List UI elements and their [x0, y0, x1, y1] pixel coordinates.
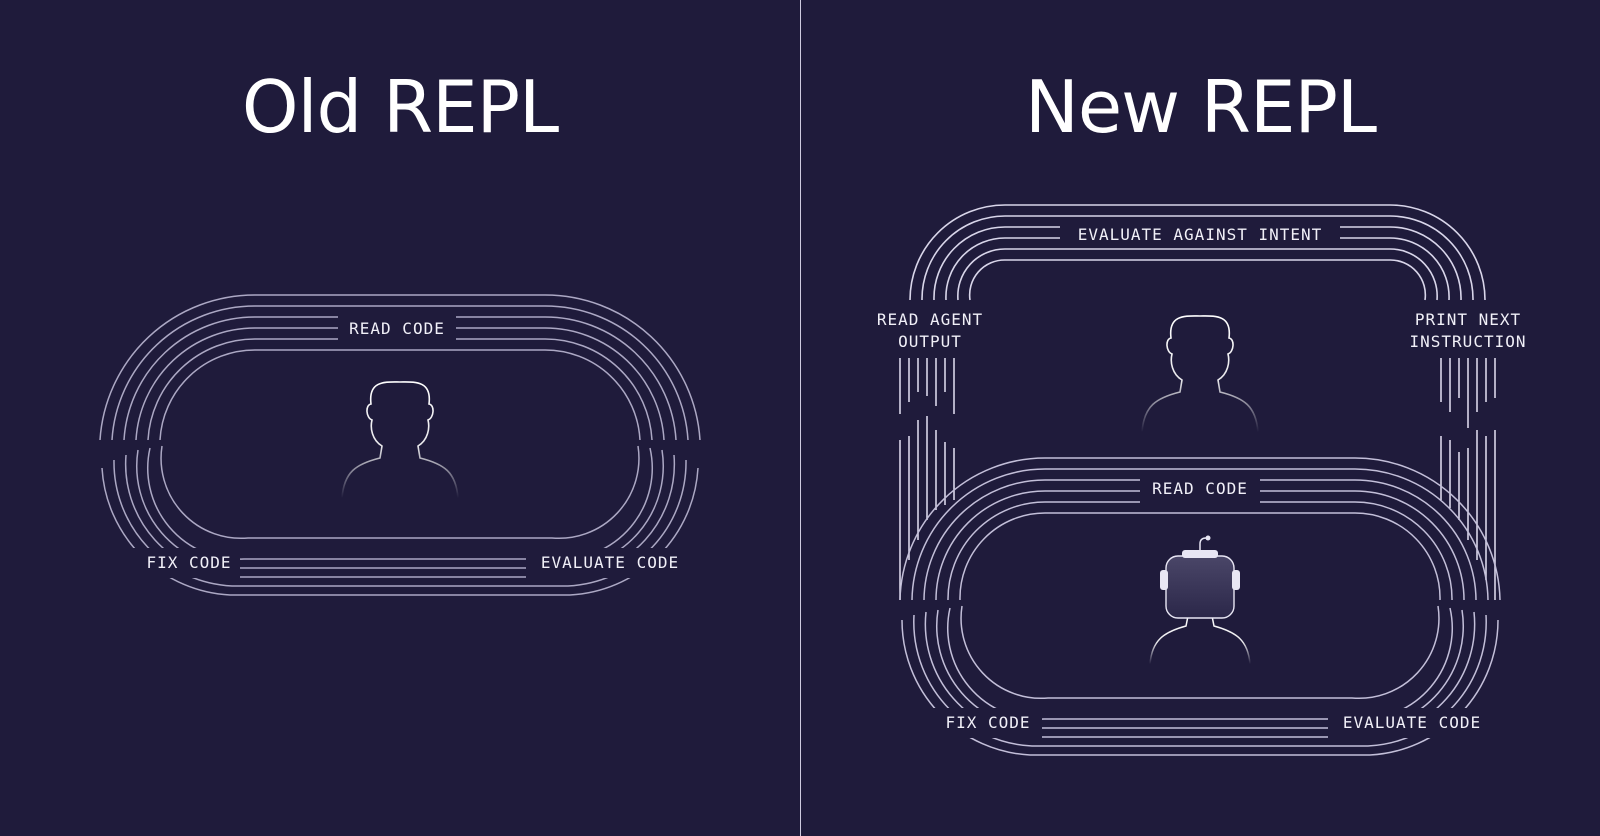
print-next-instruction-label-2: INSTRUCTION: [1410, 332, 1527, 351]
human-user-icon: [341, 381, 459, 499]
old-repl-title: Old REPL: [241, 65, 559, 149]
inner-read-code-label-bg: [1140, 474, 1260, 504]
inner-fix-code-label-bg: [928, 708, 1042, 738]
agent-robot-icon: [1149, 535, 1251, 665]
old-repl-loop: [99, 294, 701, 596]
evaluate-against-intent-label: EVALUATE AGAINST INTENT: [1078, 225, 1323, 244]
inner-evaluate-code-label-bg: [1328, 708, 1496, 738]
old-fix-code-label: FIX CODE: [146, 553, 231, 572]
evaluate-intent-label-bg: [1060, 218, 1340, 248]
new-outer-loop: [899, 204, 1496, 600]
inner-fix-code-label: FIX CODE: [945, 713, 1030, 732]
outer-loop-top-arcs: [909, 204, 1486, 301]
old-loop-bottom-arcs: [101, 445, 699, 596]
inner-read-code-label: READ CODE: [1152, 479, 1248, 498]
old-read-code-label-bg: [338, 312, 456, 346]
panel-divider: [800, 0, 801, 836]
old-read-code-label: READ CODE: [349, 319, 445, 338]
read-agent-output-label-1: READ AGENT: [877, 310, 983, 329]
old-evaluate-code-label: EVALUATE CODE: [541, 553, 679, 572]
outer-loop-right-rails: [1440, 358, 1496, 600]
print-next-instruction-label-1: PRINT NEXT: [1415, 310, 1521, 329]
human-user-icon-right: [1141, 315, 1259, 433]
inner-evaluate-code-label: EVALUATE CODE: [1343, 713, 1481, 732]
read-agent-output-label-2: OUTPUT: [898, 332, 962, 351]
inner-loop-bottom-arcs: [901, 605, 1499, 756]
new-repl-title: New REPL: [1025, 65, 1377, 149]
outer-loop-left-rails: [899, 358, 955, 600]
old-fix-code-label-bg: [126, 548, 240, 578]
old-evaluate-code-label-bg: [526, 548, 692, 578]
